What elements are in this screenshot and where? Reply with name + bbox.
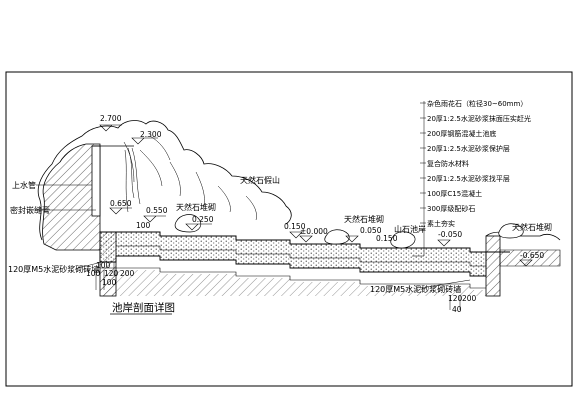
rock-stone-2 bbox=[324, 229, 350, 245]
right-ground-hatch bbox=[499, 249, 561, 267]
label-wall-right: 120厚M5水泥砂浆砌砖墙 bbox=[370, 284, 461, 294]
layer-8: 300厚级配砂石 bbox=[427, 204, 475, 213]
elevation-markers bbox=[99, 124, 533, 267]
dimension-100-b: 100 bbox=[86, 269, 101, 278]
dimension-100-c: 100 bbox=[102, 278, 117, 287]
elevation-pm-0-000: ±0.000 bbox=[300, 227, 328, 236]
drawing-title: 池岸剖面详图 bbox=[112, 301, 175, 314]
layer-9: 素土夯实 bbox=[427, 219, 455, 228]
layer-2: 20厚1:2.5水泥砂浆抹面压实赶光 bbox=[427, 114, 531, 123]
elevation-2-300: 2.300 bbox=[140, 130, 162, 139]
inlet-pipe bbox=[91, 145, 101, 217]
label-sealant: 密封嵌缝膏 bbox=[10, 205, 50, 215]
elevation-100: 100 bbox=[136, 221, 151, 230]
label-water-inlet: 上水管 bbox=[12, 180, 36, 190]
layer-7: 100厚C15混凝土 bbox=[427, 189, 482, 198]
layer-callout-ticks bbox=[420, 102, 426, 224]
label-wall-left: 120厚M5水泥砂浆砌砖墙 bbox=[8, 264, 99, 274]
layer-4: 20厚1:2.5水泥砂浆保护层 bbox=[427, 144, 510, 153]
dimension-200-a: 200 bbox=[120, 269, 135, 278]
drawing-frame bbox=[5, 71, 573, 387]
label-rock-pile-3: 天然石堆砌 bbox=[512, 222, 552, 232]
label-rock-pile-2: 天然石堆砌 bbox=[344, 214, 384, 224]
right-wall bbox=[485, 235, 501, 297]
elevation-0-650: 0.650 bbox=[110, 199, 132, 208]
elevation-2-700: 2.700 bbox=[100, 114, 122, 123]
dimension-200-b: 200 bbox=[462, 294, 477, 303]
dimension-lines bbox=[95, 262, 461, 310]
dimension-120-b: 120 bbox=[448, 294, 463, 303]
layer-3: 200厚钢筋混凝土池底 bbox=[427, 129, 496, 138]
soil-hatch-base bbox=[100, 270, 486, 296]
dimension-40: 40 bbox=[452, 305, 462, 314]
dimension-100-a: 100 bbox=[96, 261, 111, 270]
waterproof-layer bbox=[116, 245, 486, 267]
rockery-inner-lines bbox=[123, 135, 257, 221]
layer-1: 杂色雨花石（粒径30~60mm） bbox=[427, 99, 527, 108]
elevation-0-550: 0.550 bbox=[146, 206, 168, 215]
waterfall-lines bbox=[124, 147, 141, 213]
label-rockery: 天然石假山 bbox=[240, 175, 280, 185]
pool-slab bbox=[99, 231, 487, 277]
rock-stone-4 bbox=[498, 223, 524, 239]
layer-callout-list: 杂色雨花石（粒径30~60mm） 20厚1:2.5水泥砂浆抹面压实赶光 200厚… bbox=[427, 99, 531, 228]
layer-6: 20厚1:2.5水泥砂浆找平层 bbox=[427, 174, 510, 183]
rock-stone-3 bbox=[390, 231, 416, 249]
right-ground bbox=[485, 231, 561, 241]
leader-lines bbox=[36, 101, 471, 289]
dimension-120-a: 120 bbox=[104, 269, 119, 278]
label-rock-pile-1: 天然石堆砌 bbox=[176, 202, 216, 212]
elevation-minus-0-050: -0.050 bbox=[438, 230, 462, 239]
layer-5: 复合防水材料 bbox=[427, 159, 469, 168]
rockery-outline bbox=[37, 120, 292, 241]
elevation-0-150-a: 0.150 bbox=[284, 222, 306, 231]
elevation-0-250: 0.250 bbox=[192, 215, 214, 224]
elevation-0-050: 0.050 bbox=[360, 226, 382, 235]
elevation-minus-0-650: -0.650 bbox=[520, 251, 544, 260]
elevation-0-150-b: 0.150 bbox=[376, 234, 398, 243]
label-mountain-pool-bank: 山石池岸 bbox=[394, 224, 426, 234]
left-rockery-mass bbox=[42, 143, 101, 251]
